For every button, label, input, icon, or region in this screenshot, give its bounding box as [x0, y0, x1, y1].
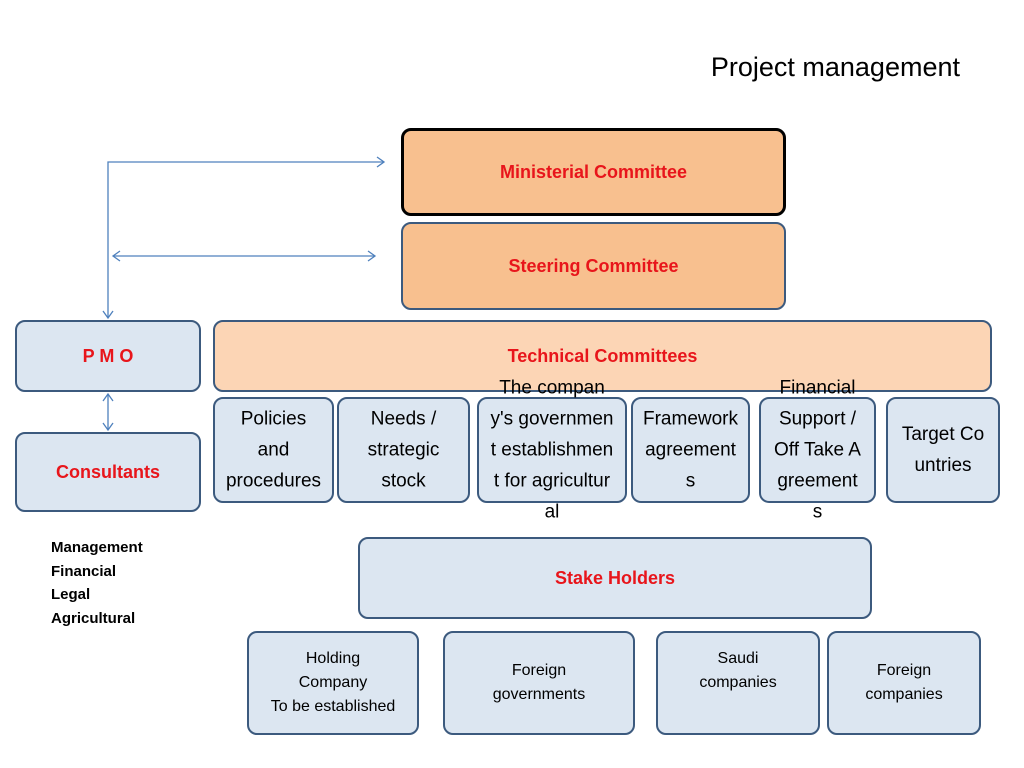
stakeholder-group-line: Holding [305, 650, 361, 667]
stakeholder-group-line: Foreign [511, 662, 567, 679]
steering-left-arrowhead [111, 250, 121, 262]
technical-sub-box: Framework agreements [631, 397, 750, 503]
stakeholder-group-line: To be established [270, 698, 396, 715]
consultants-label: Consultants [55, 461, 160, 482]
ministerial-arrowhead [376, 156, 386, 168]
steering-committee-box: Steering Committee [401, 222, 786, 310]
technical-committees-label: Technical Committees [507, 345, 698, 366]
stakeholder-group-box: Foreign companies [827, 631, 981, 735]
pmo-label: P M O [82, 345, 134, 366]
technical-sub-box: Target Countries [886, 397, 1000, 503]
ministerial-committee-box: Ministerial Committee [401, 128, 786, 216]
stakeholder-group-line: governments [492, 686, 586, 703]
stakeholder-group-line: companies [865, 686, 943, 703]
stakeholder-group-line: Company [298, 674, 368, 691]
technical-sub-box: Financial Support / Off Take Agreements [759, 378, 876, 523]
stakeholder-group-box: Saudi companies [656, 631, 820, 735]
consultant-area-item: Legal [51, 586, 91, 603]
stakeholder-group-line: Foreign [876, 662, 932, 679]
technical-sub-label: Policies and procedures [225, 408, 322, 492]
pmo-consultants-down-arrowhead [102, 422, 114, 432]
stakeholder-group-box: Holding Company To be established [247, 631, 419, 735]
steering-right-arrowhead [367, 250, 377, 262]
consultant-area-item: Management [51, 539, 143, 556]
steering-committee-label: Steering Committee [508, 255, 679, 276]
stakeholder-group-line: Saudi [717, 650, 759, 667]
technical-sub-box: Needs / strategic stock [337, 397, 470, 503]
ministerial-committee-label: Ministerial Committee [499, 161, 688, 182]
technical-sub-label: Framework agreements [643, 408, 739, 492]
consultant-areas-list: Management Financial Legal Agricultural [51, 536, 143, 630]
stakeholder-group-box: Foreign governments [443, 631, 635, 735]
technical-sub-label: Target Countries [901, 424, 985, 476]
consultants-box: Consultants [15, 432, 201, 512]
pmo-arrowhead [102, 310, 114, 320]
pmo-to-ministerial-connector [107, 161, 384, 318]
consultant-area-item: Agricultural [51, 609, 136, 627]
pmo-box: P M O [15, 320, 201, 392]
pmo-consultants-up-arrowhead [102, 392, 114, 402]
stakeholders-box: Stake Holders [358, 537, 872, 619]
stakeholders-label: Stake Holders [554, 567, 676, 588]
consultant-area-item: Financial [51, 562, 117, 580]
page-title: Project management [710, 52, 960, 82]
technical-sub-label: Financial Support / Off Take Agreements [774, 377, 861, 523]
technical-sub-label: The company's government establishment f… [490, 377, 614, 523]
technical-sub-box: Policies and procedures [213, 397, 334, 503]
technical-sub-box: The company's government establishment f… [477, 378, 627, 523]
stakeholder-group-line: companies [699, 674, 777, 691]
technical-committees-box: Technical Committees [213, 320, 992, 392]
technical-sub-label: Needs / strategic stock [367, 408, 440, 492]
